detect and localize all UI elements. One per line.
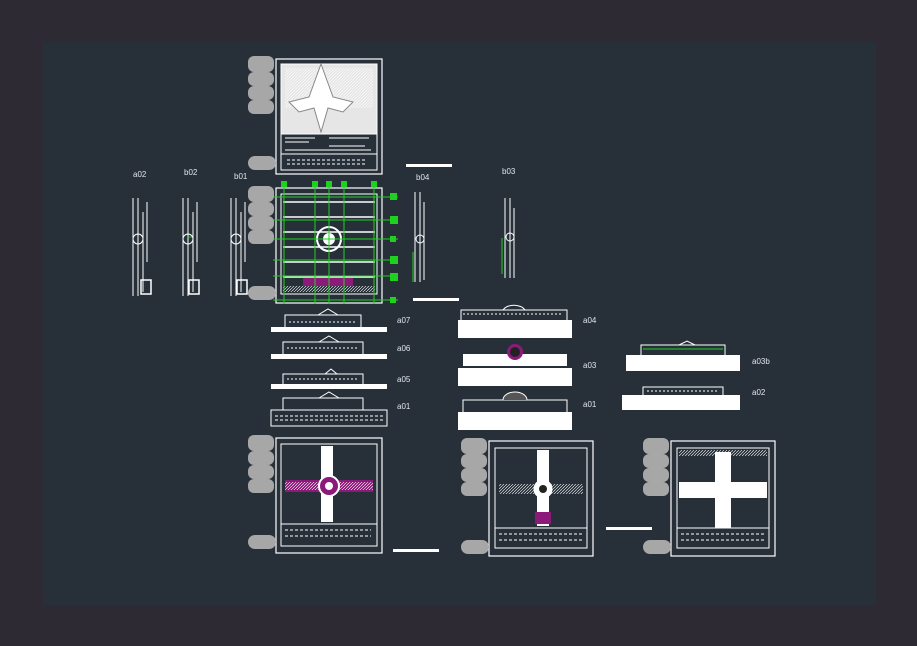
elevation-a04 xyxy=(458,304,572,338)
label-a03b: a03b xyxy=(752,357,770,366)
label-a01-mid: a01 xyxy=(583,400,597,409)
label-b04: b04 xyxy=(416,173,430,182)
label-a03: a03 xyxy=(583,361,597,370)
title-tabs-top xyxy=(248,56,276,170)
title-tabs-middle xyxy=(248,186,276,300)
label-b02: b02 xyxy=(184,168,198,177)
scale-bar xyxy=(606,527,652,530)
label-a06: a06 xyxy=(397,344,411,353)
section-a02-left xyxy=(132,198,152,296)
scale-bar xyxy=(413,298,459,301)
cad-model-space[interactable]: a02 b02 b01 b04 b03 a07 a06 a05 a01 a04 … xyxy=(43,42,876,605)
elevation-a02-right xyxy=(622,386,740,410)
section-b04 xyxy=(412,192,425,282)
scale-bar xyxy=(406,164,452,167)
elevation-a03b xyxy=(626,340,740,371)
section-b02 xyxy=(182,198,200,296)
label-b01: b01 xyxy=(234,172,248,181)
label-a02-right: a02 xyxy=(752,388,766,397)
grid-lines xyxy=(273,184,398,304)
section-b01 xyxy=(230,198,248,296)
plan-sheet-top xyxy=(275,58,383,175)
scale-bar xyxy=(393,549,439,552)
elevation-a05 xyxy=(271,368,387,389)
label-a05: a05 xyxy=(397,375,411,384)
drawing-canvas xyxy=(132,56,776,557)
plan-sheet-bottom-right xyxy=(670,440,776,557)
plan-sheet-bottom-left xyxy=(275,437,383,554)
label-a04: a04 xyxy=(583,316,597,325)
label-a01-left: a01 xyxy=(397,402,411,411)
plan-sheet-bottom-middle xyxy=(488,440,594,557)
label-a02-top: a02 xyxy=(133,170,147,179)
label-a07: a07 xyxy=(397,316,411,325)
elevation-a06 xyxy=(271,335,387,359)
title-tabs-bottom-middle xyxy=(461,438,489,554)
elevation-a03 xyxy=(458,344,572,386)
label-b03: b03 xyxy=(502,167,516,176)
elevation-a01-left xyxy=(270,391,388,427)
title-tabs-bottom-left xyxy=(248,435,276,549)
elevation-a01-mid xyxy=(458,391,572,430)
grid-bubbles xyxy=(281,181,398,303)
title-tabs-bottom-right xyxy=(643,438,671,554)
section-b03 xyxy=(501,198,515,278)
elevation-a07 xyxy=(271,308,387,332)
